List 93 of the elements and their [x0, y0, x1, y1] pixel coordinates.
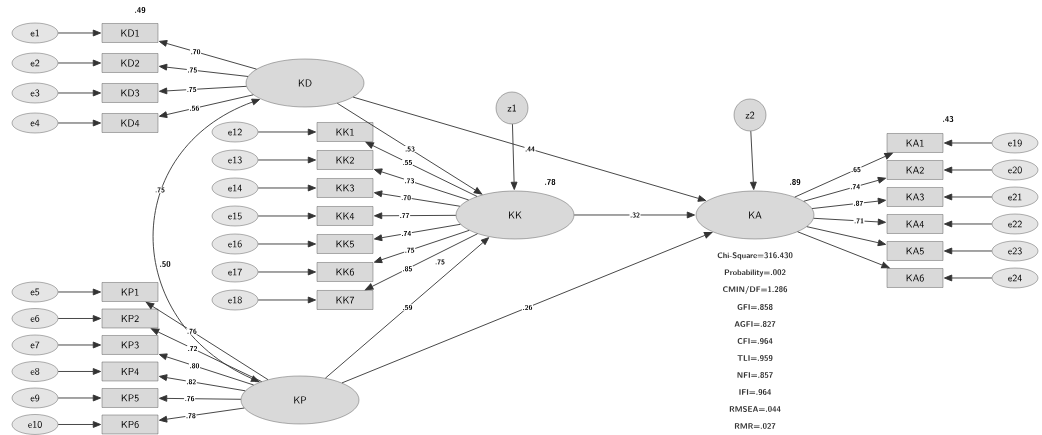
indicator-box: KK1: [316, 122, 374, 142]
indicator-box: KD3: [101, 83, 159, 103]
indicator-box: KK3: [316, 178, 374, 198]
fit-statistic: AGFI=.827: [734, 321, 776, 327]
arrow: [152, 98, 260, 383]
arrow: [374, 190, 461, 207]
arrow: [57, 341, 101, 349]
arrow: [159, 63, 249, 77]
arrow: [57, 288, 101, 296]
arrow: [944, 247, 993, 255]
arrow: [57, 59, 101, 67]
indicator-box: KA4: [886, 214, 944, 234]
arrow: [352, 96, 707, 202]
arrow: [145, 301, 269, 381]
indicator-box: KP2: [101, 308, 159, 329]
indicator-box: KK5: [316, 234, 374, 254]
indicator-box: KK2: [316, 150, 374, 170]
arrow: [374, 223, 461, 242]
arrow: [811, 197, 887, 209]
fit-statistic: RMR=.027: [734, 423, 776, 429]
arrow: [944, 193, 993, 201]
arrow: [159, 374, 246, 392]
arrow: [336, 102, 483, 195]
indicator-box: KA5: [886, 241, 944, 261]
indicator-box: KP4: [101, 361, 159, 382]
indicator-box: KA2: [886, 160, 944, 180]
arrow: [257, 156, 316, 164]
arrow: [159, 395, 242, 402]
arrow: [158, 353, 255, 386]
value-label: .43: [943, 116, 954, 122]
fit-statistic: TLI=.959: [737, 355, 773, 361]
arrow: [365, 233, 478, 291]
arrow: [158, 94, 254, 118]
arrow: [158, 40, 257, 70]
arrow: [944, 220, 993, 228]
arrow: [365, 141, 478, 197]
arrow: [257, 212, 316, 220]
arrow: [510, 123, 518, 190]
arrow: [159, 407, 245, 423]
indicator-box: KA1: [886, 133, 944, 153]
arrow: [944, 139, 993, 147]
fit-statistic: CFI=.964: [737, 338, 773, 344]
arrow: [257, 184, 316, 192]
arrow: [57, 315, 101, 322]
fit-statistic: NFI=.857: [737, 372, 773, 378]
indicator-box: KD4: [101, 113, 159, 133]
arrow: [159, 85, 247, 95]
value-label: .50: [160, 261, 171, 267]
arrow: [573, 211, 695, 219]
indicator-box: KK7: [316, 290, 374, 310]
arrow: [57, 368, 101, 375]
indicator-box: KD2: [101, 53, 159, 73]
value-label: .89: [790, 179, 801, 185]
value-label: .49: [135, 7, 146, 13]
arrow: [806, 226, 887, 247]
indicator-box: KP5: [101, 388, 159, 408]
arrow: [57, 29, 101, 37]
arrow: [794, 152, 893, 198]
arrow: [324, 237, 490, 379]
arrow: [749, 130, 757, 190]
arrow: [373, 168, 470, 201]
fit-statistic: CMIN/DF=1.286: [723, 286, 788, 294]
arrow: [57, 119, 101, 127]
arrow: [813, 217, 886, 226]
arrow: [803, 176, 887, 202]
value-label: .78: [545, 179, 556, 185]
arrow: [797, 231, 890, 269]
indicator-box: KP1: [101, 282, 159, 302]
fit-statistic: Chi-Square=316.430: [717, 252, 793, 260]
indicator-box: KK4: [316, 206, 374, 226]
fit-statistic: RMSEA=.044: [729, 406, 781, 412]
fit-statistic: IFI=.964: [739, 389, 772, 395]
indicator-box: KA3: [886, 187, 944, 207]
arrow: [944, 274, 993, 282]
arrow: [150, 328, 263, 382]
indicator-box: KD1: [101, 23, 159, 43]
indicator-box: KK6: [316, 262, 374, 282]
arrow: [57, 421, 101, 428]
arrow: [341, 232, 713, 384]
arrow: [373, 229, 470, 264]
arrow: [57, 394, 101, 402]
fit-statistic: Probability=.002: [724, 269, 786, 277]
arrow: [257, 128, 316, 136]
arrow: [57, 89, 101, 97]
arrow: [257, 296, 316, 304]
arrow: [944, 166, 993, 174]
indicator-box: KP6: [101, 414, 159, 435]
arrow: [257, 268, 316, 276]
arrow: [374, 212, 457, 220]
arrow: [257, 240, 316, 248]
fit-statistic: GFI=.858: [737, 304, 773, 310]
indicator-box: KP3: [101, 335, 159, 355]
indicator-box: KA6: [886, 268, 944, 288]
